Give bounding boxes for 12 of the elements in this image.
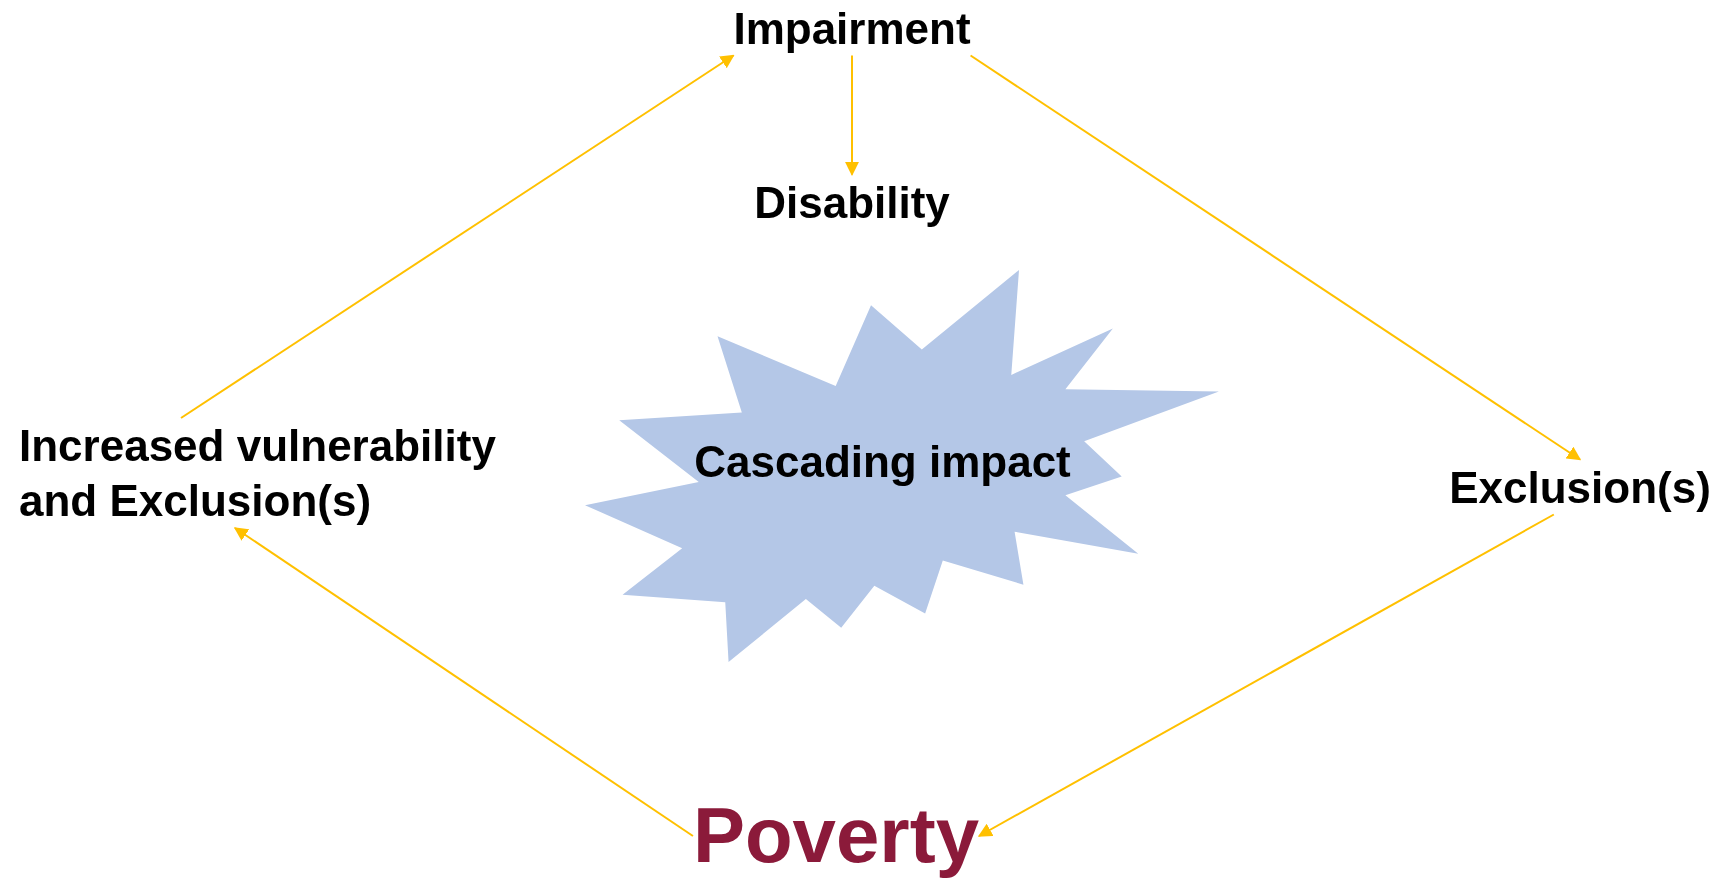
concept-label: Disability [754, 176, 950, 229]
concept-label: Impairment [733, 2, 971, 55]
concept-label: Poverty [692, 790, 980, 879]
arrow [845, 54, 859, 176]
arrow [977, 513, 1555, 837]
arrow [180, 54, 735, 419]
burst-label: Cascading impact [694, 435, 1071, 488]
arrow [969, 54, 1582, 461]
arrow [233, 527, 694, 837]
concept-label: Increased vulnerability and Exclusion(s) [19, 420, 497, 527]
concept-label: Exclusion(s) [1449, 461, 1711, 514]
starburst-shape [585, 270, 1220, 662]
